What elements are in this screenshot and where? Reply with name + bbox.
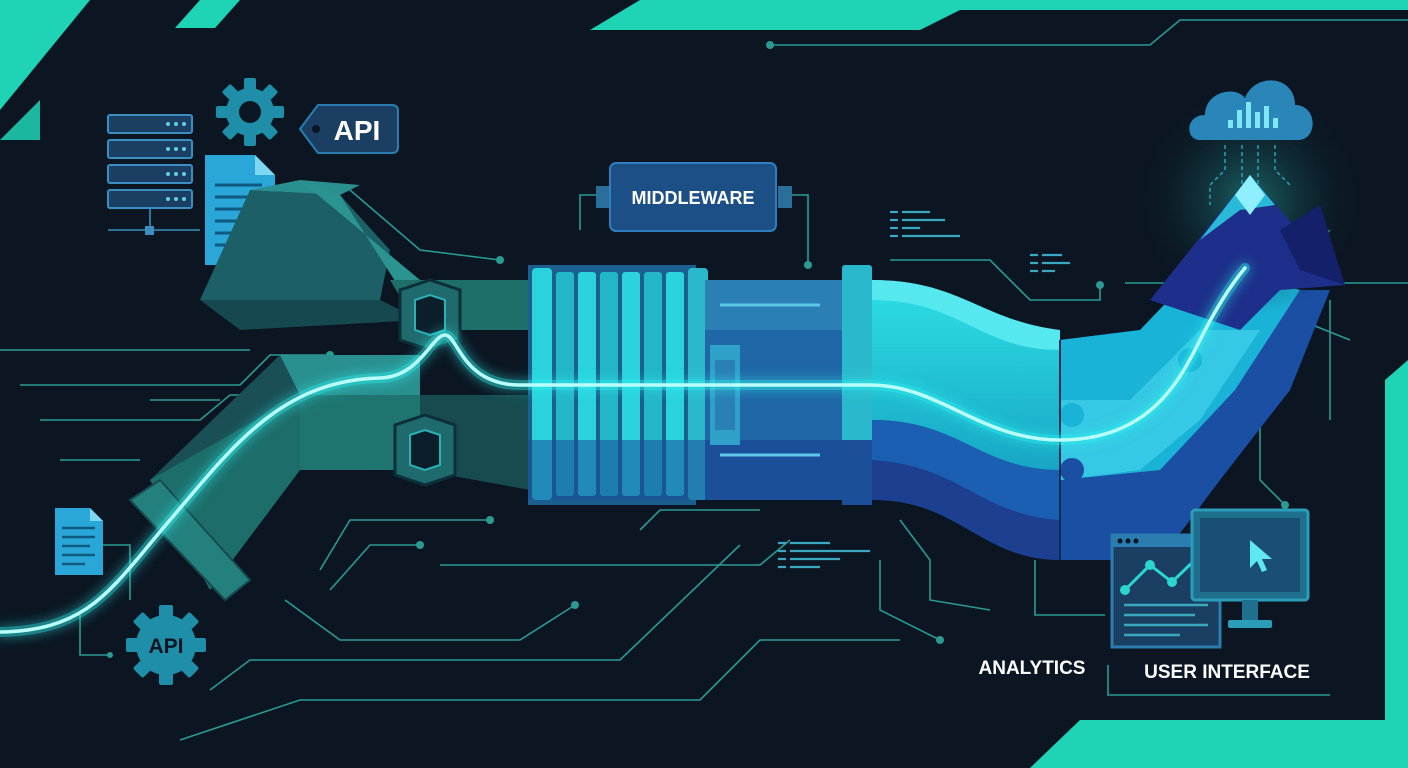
- api-label-top: API: [334, 115, 381, 146]
- code-snippets: [778, 210, 1070, 569]
- gear-icon: [126, 605, 206, 685]
- user-interface-label: USER INTERFACE: [1144, 662, 1310, 683]
- document-icon: [55, 508, 103, 575]
- cursor-icon: [1250, 540, 1272, 572]
- cloud-icon: [1189, 80, 1313, 205]
- middleware-text: MIDDLEWARE: [632, 188, 755, 208]
- middleware-label: MIDDLEWARE: [596, 162, 792, 232]
- monitor-icon: [1190, 508, 1310, 628]
- analytics-label: ANALYTICS: [979, 658, 1086, 679]
- circuit-lines: [0, 19, 1408, 741]
- api-label-bottom: API: [148, 635, 183, 658]
- gear-icon: [216, 78, 284, 146]
- api-gear-bottom: API: [126, 605, 206, 685]
- server-rack-icon: [107, 114, 200, 235]
- mountain-peak-icon: [1150, 175, 1345, 330]
- api-tag: API: [298, 104, 399, 154]
- lower-pipe-arm: [128, 355, 530, 602]
- data-stream: [0, 263, 1250, 637]
- hex-nut-bottom: [393, 413, 457, 487]
- tag-icon: [298, 104, 399, 154]
- line-chart-icon: [1123, 553, 1202, 592]
